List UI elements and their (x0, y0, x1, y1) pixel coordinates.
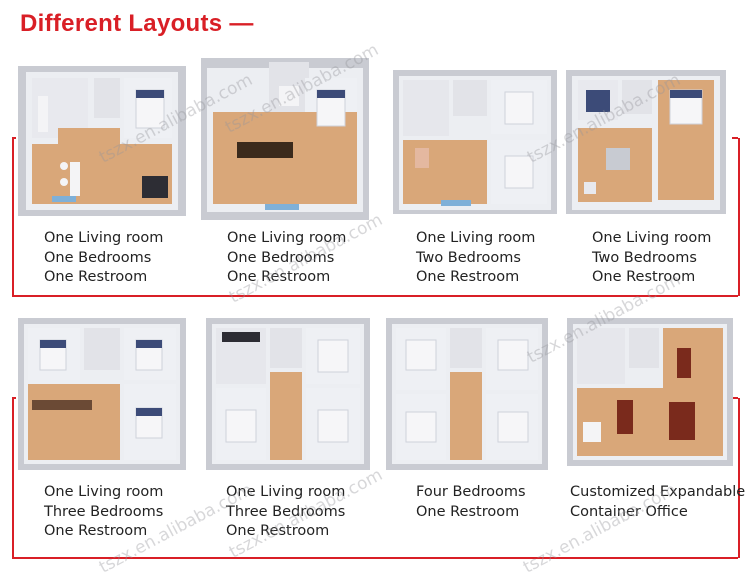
layout-8-caption: Customized Expandable Container Office (570, 483, 745, 522)
floor-plan-1 (18, 66, 186, 216)
floor-plan-7 (386, 318, 548, 470)
layout-caption-line: Three Bedrooms (226, 503, 346, 520)
layout-caption-line: Three Bedrooms (44, 503, 164, 520)
layout-caption-line: One Bedrooms (227, 249, 335, 266)
layout-caption-line: One Living room (592, 230, 712, 246)
row1-top-rule-right (732, 137, 738, 139)
layout-caption-line: Two Bedrooms (592, 249, 697, 266)
floor-plan-8 (567, 318, 733, 466)
layout-caption-line: One Living room (44, 230, 164, 246)
row1-frame (12, 138, 740, 296)
layout-7-caption: Four Bedrooms One Restroom (416, 483, 526, 522)
row1-bottom-rule (12, 295, 738, 297)
row2-top-rule-right (732, 397, 738, 399)
layout-caption-line: One Restroom (44, 523, 148, 539)
layout-caption-line: One Restroom (227, 269, 331, 285)
row2-top-rule (12, 397, 16, 399)
floor-plan-6 (206, 318, 370, 470)
layout-caption-line: One Restroom (416, 269, 520, 285)
row2-bottom-rule (12, 557, 738, 559)
layout-caption-line: One Restroom (226, 523, 330, 539)
layout-5-caption: One Living room Three Bedrooms One Restr… (44, 483, 163, 542)
layout-caption-line: One Restroom (416, 503, 520, 520)
row2-frame (12, 398, 740, 558)
layout-caption-line: One Living room (416, 230, 536, 246)
layout-2-caption: One Living room One Bedrooms One Restroo… (227, 229, 346, 288)
layout-caption-line: One Restroom (44, 269, 148, 285)
layout-caption-line: One Living room (226, 484, 346, 500)
layout-caption-line: Two Bedrooms (416, 249, 521, 266)
page-title: Different Layouts — (20, 10, 254, 37)
layout-caption-line: One Bedrooms (44, 249, 152, 266)
layout-1-caption: One Living room One Bedrooms One Restroo… (44, 229, 163, 288)
layout-3-caption: One Living room Two Bedrooms One Restroo… (416, 229, 535, 288)
layout-caption-line: One Living room (227, 230, 347, 246)
layout-4-caption: One Living room Two Bedrooms One Restroo… (592, 229, 711, 288)
row1-top-rule (12, 137, 16, 139)
layout-caption-line: Container Office (570, 503, 688, 520)
layout-6-caption: One Living room Three Bedrooms One Restr… (226, 483, 345, 542)
floor-plan-3 (393, 70, 557, 214)
layout-caption-line: Four Bedrooms (416, 484, 526, 500)
layout-caption-line: One Restroom (592, 269, 696, 285)
layout-caption-line: Customized Expandable (570, 484, 746, 500)
floor-plan-2 (201, 58, 369, 220)
layout-caption-line: One Living room (44, 484, 164, 500)
floor-plan-5 (18, 318, 186, 470)
floor-plan-4 (566, 70, 726, 214)
